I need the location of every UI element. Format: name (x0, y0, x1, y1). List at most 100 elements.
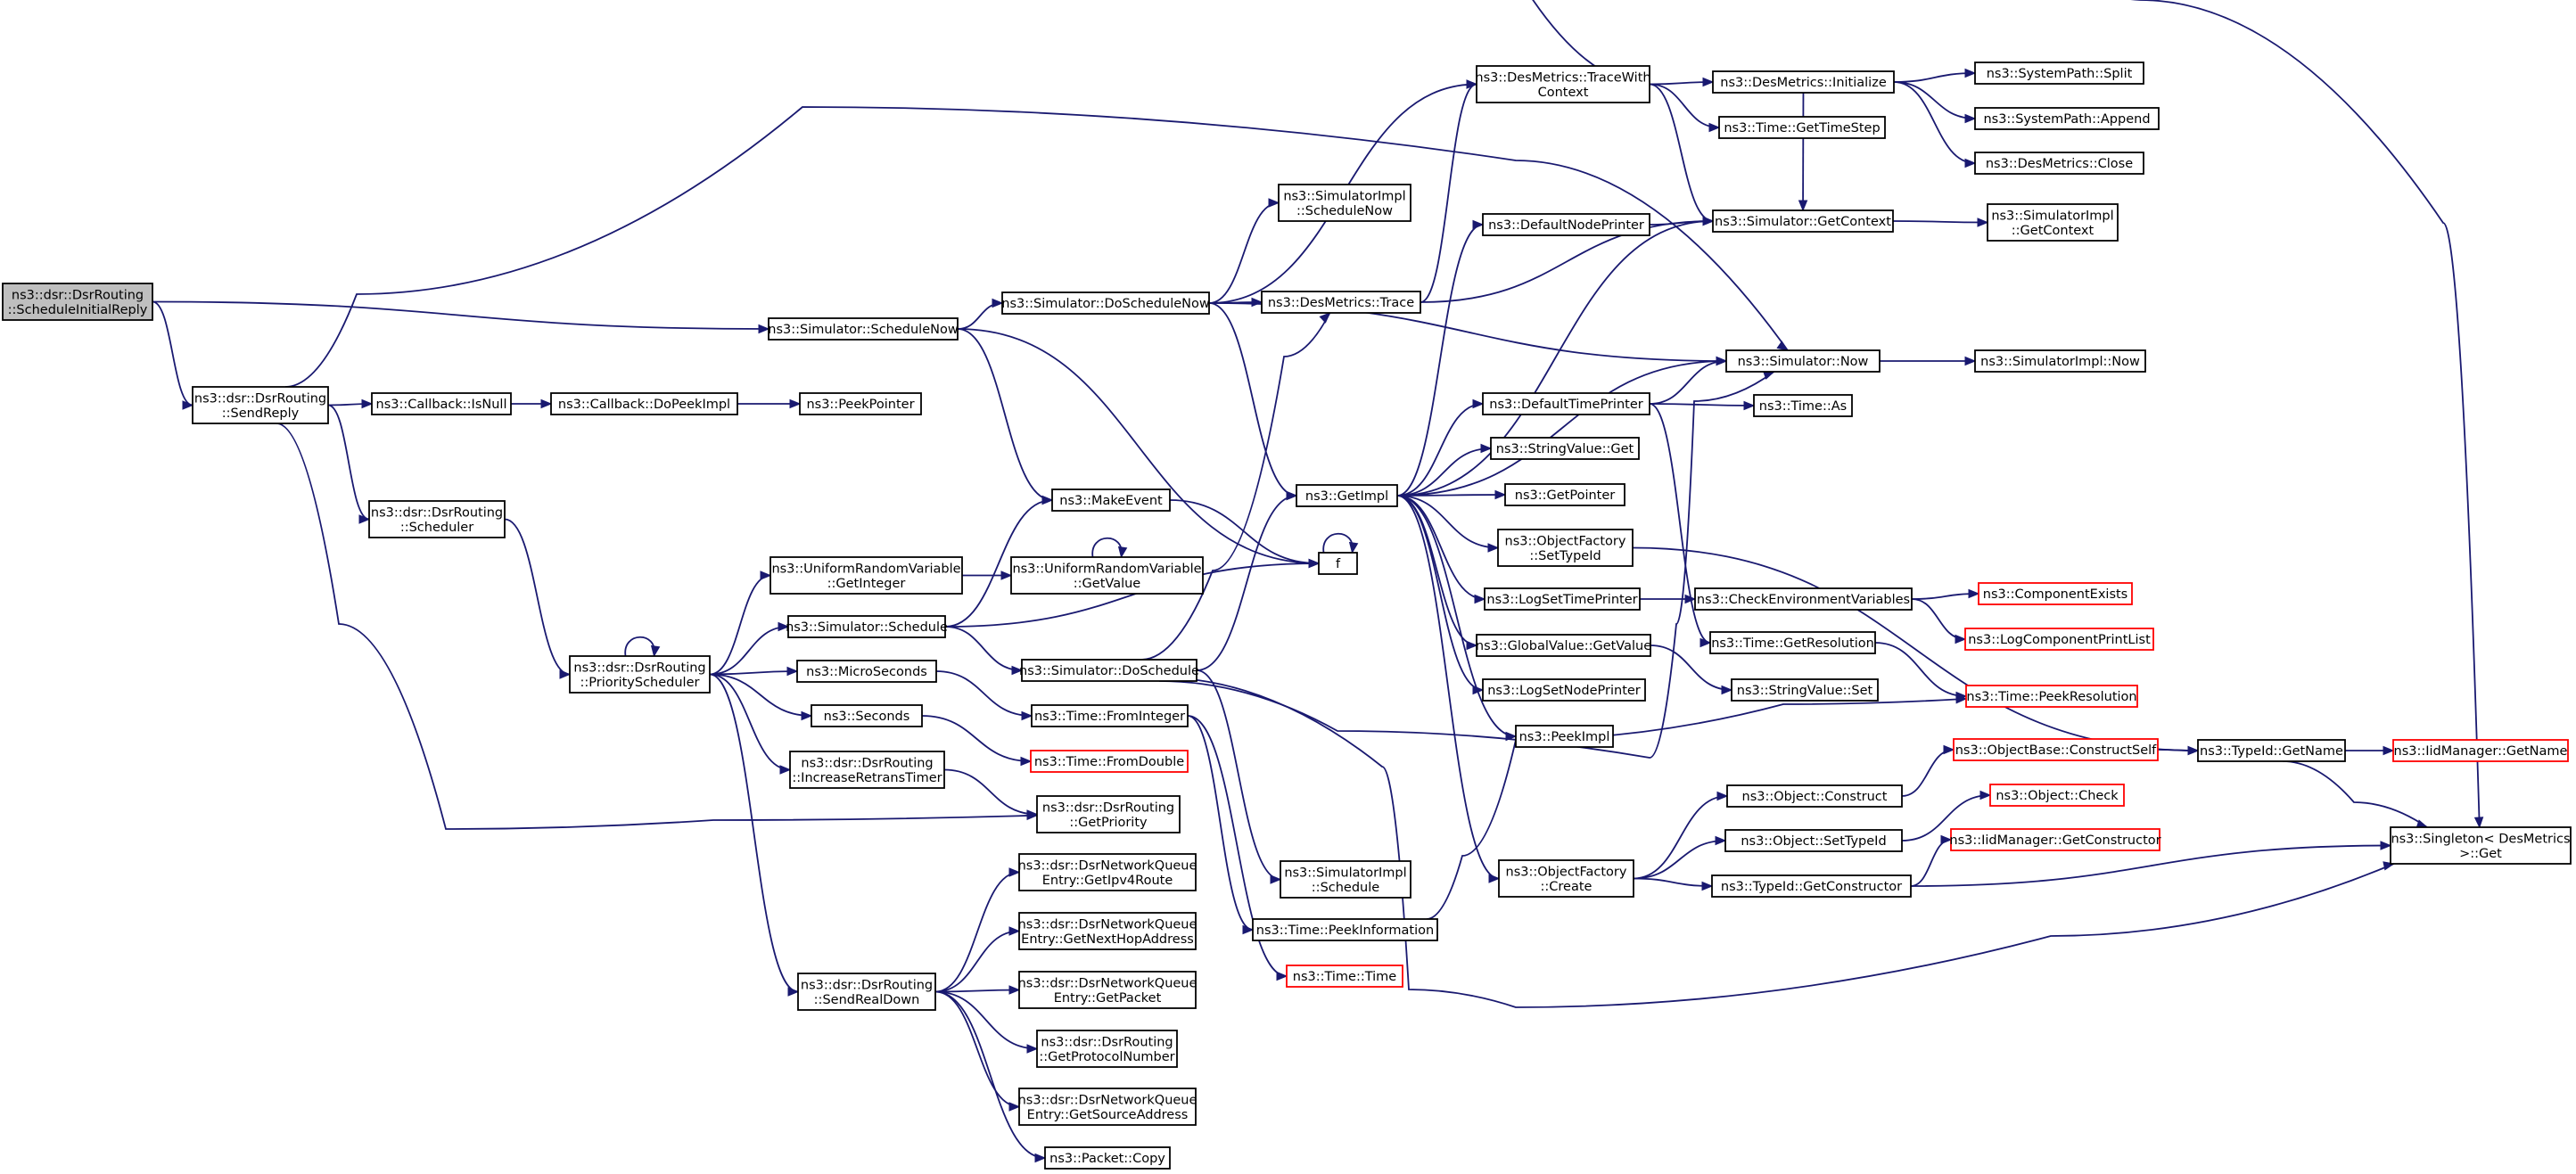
node-iidgetname[interactable]: ns3::IidManager::GetName (2392, 739, 2569, 762)
node-nqgetpacket[interactable]: ns3::dsr::DsrNetworkQueueEntry::GetPacke… (1018, 971, 1197, 1009)
node-urvgetval[interactable]: ns3::UniformRandomVariable::GetValue (1010, 556, 1204, 595)
node-getimpl[interactable]: ns3::GetImpl (1296, 484, 1398, 507)
arrowhead (758, 324, 770, 334)
node-globalvalueget[interactable]: ns3::GlobalValue::GetValue (1476, 634, 1651, 657)
node-typeidgetctor[interactable]: ns3::TypeId::GetConstructor (1711, 874, 1912, 898)
node-priosched[interactable]: ns3::dsr::DsrRouting::PriorityScheduler (569, 655, 711, 694)
node-syssplit[interactable]: ns3::SystemPath::Split (1974, 62, 2144, 85)
node-simimplgetcontext[interactable]: ns3::SimulatorImpl::GetContext (1987, 203, 2119, 242)
node-simnow[interactable]: ns3::Simulator::Now (1725, 349, 1881, 373)
node-label: ns3::Object::Check (1996, 789, 2119, 803)
node-simimplschednow[interactable]: ns3::SimulatorImpl::ScheduleNow (1278, 184, 1411, 222)
node-objconstruct[interactable]: ns3::Object::Construct (1726, 784, 1903, 808)
node-label: f (1336, 557, 1341, 571)
node-label: ::Create (1541, 880, 1593, 894)
node-packetcopy[interactable]: ns3::Packet::Copy (1044, 1146, 1171, 1170)
edge-line (709, 670, 798, 676)
node-f[interactable]: f (1318, 552, 1358, 575)
node-logsettimeprinter[interactable]: ns3::LogSetTimePrinter (1484, 587, 1641, 611)
node-nqgetnexthop[interactable]: ns3::dsr::DsrNetworkQueueEntry::GetNextH… (1018, 912, 1197, 950)
edge-objfactcreate-to-objconstruct (1633, 791, 1729, 880)
node-getpriority[interactable]: ns3::dsr::DsrRouting::GetPriority (1036, 795, 1181, 833)
node-urvgetint[interactable]: ns3::UniformRandomVariable::GetInteger (770, 556, 963, 595)
node-stringvalueget[interactable]: ns3::StringValue::Get (1490, 437, 1640, 460)
node-objfactcreate[interactable]: ns3::ObjectFactory::Create (1498, 859, 1634, 898)
node-label: Entry::GetPacket (1054, 991, 1162, 1006)
edge-priosched-to-priosched (624, 636, 661, 658)
node-label: ::ScheduleNow (1296, 204, 1393, 218)
arrowhead (1708, 122, 1721, 133)
node-timeas[interactable]: ns3::Time::As (1753, 394, 1853, 417)
node-defnodeprinter[interactable]: ns3::DefaultNodePrinter (1482, 213, 1650, 236)
node-cbisnull[interactable]: ns3::Callback::IsNull (371, 392, 512, 415)
node-label: ns3::CheckEnvironmentVariables (1697, 593, 1910, 607)
node-compexists[interactable]: ns3::ComponentExists (1978, 582, 2133, 605)
node-logcompprint[interactable]: ns3::LogComponentPrintList (1964, 628, 2154, 651)
edge-line (1091, 537, 1123, 558)
node-objsettypeid[interactable]: ns3::Object::SetTypeId (1724, 829, 1903, 852)
edge-destrace-to-destracewith (1420, 79, 1478, 303)
node-nqgetsrc[interactable]: ns3::dsr::DsrNetworkQueueEntry::GetSourc… (1018, 1088, 1197, 1126)
node-typeidgetname[interactable]: ns3::TypeId::GetName (2197, 739, 2346, 762)
node-objbaseconstructself[interactable]: ns3::ObjectBase::ConstructSelf (1953, 738, 2159, 761)
node-root[interactable]: ns3::dsr::DsrRouting::ScheduleInitialRep… (2, 283, 153, 321)
node-simschedule[interactable]: ns3::Simulator::Schedule (786, 615, 948, 638)
node-microseconds[interactable]: ns3::MicroSeconds (796, 660, 937, 683)
node-deftimeprinter[interactable]: ns3::DefaultTimePrinter (1482, 392, 1650, 415)
node-logsetnodeprinter[interactable]: ns3::LogSetNodePrinter (1482, 678, 1646, 702)
node-nqgetipv4[interactable]: ns3::dsr::DsrNetworkQueueEntry::GetIpv4R… (1018, 853, 1197, 891)
node-makeevent[interactable]: ns3::MakeEvent (1051, 488, 1171, 512)
node-scheduler[interactable]: ns3::dsr::DsrRouting::Scheduler (368, 500, 506, 538)
node-label: ns3::SystemPath::Split (1987, 67, 2133, 81)
edge-sendrealdown-to-nqgetnexthop (934, 926, 1021, 993)
node-doschednow[interactable]: ns3::Simulator::DoScheduleNow (1001, 291, 1210, 315)
node-getprotonum[interactable]: ns3::dsr::DsrRouting::GetProtocolNumber (1036, 1030, 1178, 1068)
node-iidgetctor[interactable]: ns3::IidManager::GetConstructor (1949, 828, 2161, 851)
edge-desinit-to-syssplit (1893, 68, 1977, 83)
node-timefromdouble[interactable]: ns3::Time::FromDouble (1030, 750, 1189, 773)
node-objcheck[interactable]: ns3::Object::Check (1989, 784, 2125, 807)
node-timefromint[interactable]: ns3::Time::FromInteger (1031, 704, 1189, 727)
edge-line (934, 990, 1038, 1050)
edge-line (504, 518, 571, 676)
node-box (1252, 918, 1438, 941)
node-simgetcontext[interactable]: ns3::Simulator::GetContext (1712, 209, 1894, 233)
node-getpointer[interactable]: ns3::GetPointer (1504, 483, 1625, 506)
node-simdoschedule[interactable]: ns3::Simulator::DoSchedule (1019, 659, 1199, 682)
node-timepeekres[interactable]: ns3::Time::PeekResolution (1965, 685, 2138, 708)
node-label: ns3::GetImpl (1305, 489, 1388, 504)
node-simimplschedule[interactable]: ns3::SimulatorImpl::Schedule (1280, 860, 1411, 899)
node-desinit[interactable]: ns3::DesMetrics::Initialize (1712, 70, 1895, 94)
node-singleton[interactable]: ns3::Singleton< DesMetrics >::Get (2390, 826, 2572, 865)
node-simimplnow[interactable]: ns3::SimulatorImpl::Now (1974, 349, 2146, 373)
node-checkenv[interactable]: ns3::CheckEnvironmentVariables (1694, 587, 1913, 611)
arrowhead (1276, 971, 1288, 981)
arrowhead (650, 644, 661, 658)
node-timegetres[interactable]: ns3::Time::GetResolution (1709, 631, 1876, 654)
edge-getimpl-to-defnodeprinter (1396, 219, 1485, 497)
node-destrace[interactable]: ns3::DesMetrics::Trace (1261, 291, 1421, 314)
node-box (1296, 484, 1398, 507)
edge-line (1196, 495, 1297, 671)
node-cbdopeek[interactable]: ns3::Callback::DoPeekImpl (550, 392, 738, 415)
node-sendrealdown[interactable]: ns3::dsr::DsrRouting::SendRealDown (797, 973, 936, 1011)
node-timegetstep[interactable]: ns3::Time::GetTimeStep (1718, 116, 1886, 139)
node-box (2197, 739, 2346, 762)
node-box (770, 556, 963, 595)
node-objfactsettypeid[interactable]: ns3::ObjectFactory::SetTypeId (1497, 529, 1634, 567)
node-incretrans[interactable]: ns3::dsr::DsrRouting::IncreaseRetransTim… (789, 751, 945, 789)
node-box (1718, 116, 1886, 139)
node-label: ns3::MakeEvent (1059, 494, 1163, 508)
node-seconds[interactable]: ns3::Seconds (811, 704, 923, 727)
node-peekimpl[interactable]: ns3::PeekImpl (1515, 725, 1614, 748)
node-timetime[interactable]: ns3::Time::Time (1286, 965, 1403, 988)
node-stringvalueset[interactable]: ns3::StringValue::Set (1731, 678, 1879, 702)
node-label: ns3::DesMetrics::Initialize (1720, 76, 1887, 90)
node-sysappend[interactable]: ns3::SystemPath::Append (1974, 107, 2160, 130)
node-schednow[interactable]: ns3::Simulator::ScheduleNow (768, 317, 959, 341)
node-sendreply[interactable]: ns3::dsr::DsrRouting::SendReply (192, 386, 329, 424)
node-timepeekinfo[interactable]: ns3::Time::PeekInformation (1252, 918, 1438, 941)
node-desclose[interactable]: ns3::DesMetrics::Close (1974, 152, 2144, 175)
node-peekpointer[interactable]: ns3::PeekPointer (799, 392, 922, 415)
